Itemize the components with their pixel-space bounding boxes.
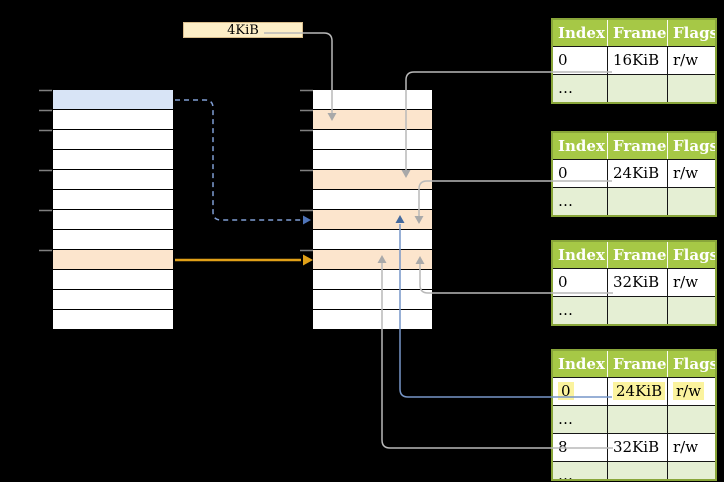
memory-row	[53, 110, 173, 130]
table-row: …	[553, 461, 715, 479]
table-header-cell: Flags	[667, 133, 715, 159]
table-row: …	[553, 74, 715, 102]
table-cell: 0	[558, 164, 568, 182]
memory-row	[53, 170, 173, 190]
table-cell: 32KiB	[607, 434, 667, 461]
table-header-cell: Flags	[667, 351, 715, 377]
table-row: 0 24KiB r/w	[553, 377, 715, 405]
table-header-cell: Flags	[667, 20, 715, 46]
memory-row	[53, 270, 173, 290]
memory-row	[53, 230, 173, 250]
memory-row	[53, 130, 173, 150]
table-header-cell: Frame	[607, 133, 667, 159]
table-header-cell: Index	[558, 24, 605, 42]
memory-row	[53, 210, 173, 230]
table-cell: 32KiB	[607, 269, 667, 296]
memory-row	[313, 230, 432, 250]
table-cell: r/w	[667, 269, 715, 296]
table-header-cell: Frame	[607, 20, 667, 46]
memory-row	[53, 150, 173, 170]
table-cell: r/w	[667, 378, 715, 405]
table-cell: 24KiB	[607, 160, 667, 187]
table-cell: 24KiB	[607, 378, 667, 405]
memory-row	[53, 310, 173, 329]
table-cell	[607, 297, 667, 324]
table-cell: r/w	[667, 47, 715, 74]
table-header-cell: Index	[558, 137, 605, 155]
memory-row	[53, 190, 173, 210]
table-cell: r/w	[667, 160, 715, 187]
table-cell	[607, 188, 667, 215]
memory-row	[313, 290, 432, 310]
memory-row	[313, 270, 432, 290]
table-cell: 0	[553, 378, 607, 405]
memory-row	[313, 250, 432, 270]
table-cell: …	[558, 410, 573, 428]
table-cell: …	[558, 192, 573, 210]
table-header-cell: Index	[558, 246, 605, 264]
table-cell	[667, 188, 715, 215]
table-cell: 0	[558, 273, 568, 291]
table-row: …	[553, 187, 715, 215]
arrowhead-icon	[303, 215, 311, 225]
table-cell: …	[558, 466, 573, 479]
table-cell	[667, 406, 715, 433]
memory-row	[313, 170, 432, 190]
table-header-cell: Index	[558, 355, 605, 373]
memory-row	[313, 150, 432, 170]
memory-column-middle	[312, 89, 433, 330]
table-cell: 8	[558, 438, 568, 456]
connector-line	[175, 99, 301, 221]
memory-row	[53, 250, 173, 270]
memory-row	[313, 90, 432, 110]
memory-row	[313, 210, 432, 230]
memory-row	[53, 90, 173, 110]
memory-row	[313, 110, 432, 130]
table-row: …	[553, 296, 715, 324]
table-cell: 0	[558, 51, 568, 69]
table-cell	[667, 297, 715, 324]
page-size-label: 4KiB	[183, 22, 303, 38]
table-header-cell: Frame	[607, 242, 667, 268]
memory-column-left	[52, 89, 174, 330]
table-cell	[667, 75, 715, 102]
table-header-cell: Frame	[607, 351, 667, 377]
table-cell: …	[558, 301, 573, 319]
highlighted-value: 24KiB	[613, 382, 666, 400]
table-cell: r/w	[667, 434, 715, 461]
highlighted-value: 0	[558, 382, 574, 400]
table-cell: …	[558, 79, 573, 97]
table-cell	[607, 406, 667, 433]
table-row: …	[553, 405, 715, 433]
highlighted-value: r/w	[673, 382, 705, 400]
table-cell	[607, 75, 667, 102]
memory-row	[313, 190, 432, 210]
table-cell: 16KiB	[607, 47, 667, 74]
table-header-cell: Flags	[667, 242, 715, 268]
memory-row	[53, 290, 173, 310]
table-cell	[667, 462, 715, 479]
memory-row	[313, 310, 432, 329]
memory-row	[313, 130, 432, 150]
table-cell	[607, 462, 667, 479]
